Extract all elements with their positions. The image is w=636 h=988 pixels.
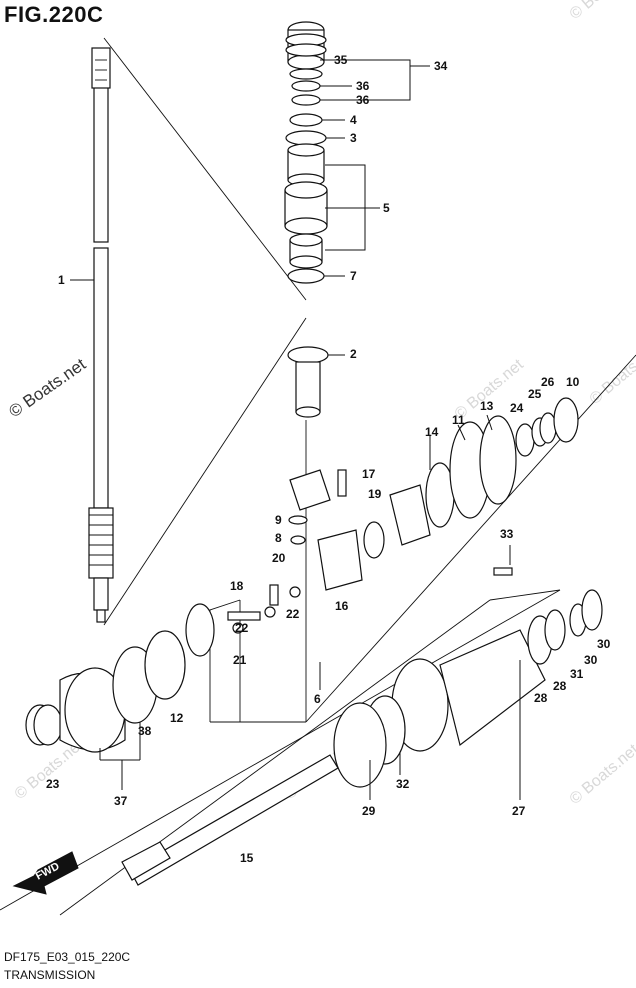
- callout-19: 19: [368, 487, 382, 501]
- callout-27: 27: [512, 804, 526, 818]
- callout-37: 37: [114, 794, 128, 808]
- figure-code: DF175_E03_015_220C: [4, 950, 131, 964]
- callout-24: 24: [510, 401, 524, 415]
- callout-17: 17: [362, 467, 376, 481]
- callout-38: 38: [138, 724, 152, 738]
- callout-16: 16: [335, 599, 349, 613]
- leader-lines: [70, 59, 521, 800]
- callout-29: 29: [362, 804, 376, 818]
- callout-33: 33: [500, 527, 514, 541]
- propeller-shaft-part-15: [121, 754, 339, 886]
- callout-6: 6: [314, 692, 321, 706]
- forward-gear-group: [185, 584, 301, 657]
- callout-15: 15: [240, 851, 254, 865]
- callout-11: 11: [452, 413, 465, 427]
- callout-36b: 36: [356, 93, 370, 107]
- callout-9: 9: [275, 513, 282, 527]
- callout-28a: 28: [534, 691, 548, 705]
- callout-36a: 36: [356, 79, 370, 93]
- callout-7: 7: [350, 269, 357, 283]
- figure-caption: TRANSMISSION: [4, 968, 96, 982]
- callout-23: 23: [46, 777, 60, 791]
- callout-28b: 28: [553, 679, 567, 693]
- callout-5: 5: [383, 201, 390, 215]
- callout-8: 8: [275, 531, 282, 545]
- callout-21: 21: [233, 653, 247, 667]
- callout-25: 25: [528, 387, 542, 401]
- callout-12: 12: [170, 711, 184, 725]
- callout-18: 18: [230, 579, 244, 593]
- callout-14: 14: [425, 425, 439, 439]
- callout-10: 10: [566, 375, 580, 389]
- callout-labels: 1 2 3 4 5 6 7 8 9 10 11 12 13 14 15 16 1…: [46, 53, 611, 865]
- callout-13: 13: [480, 399, 494, 413]
- callout-34: 34: [434, 59, 448, 73]
- callout-32: 32: [396, 777, 410, 791]
- callout-4: 4: [350, 113, 357, 127]
- watermark-main: © Boats.net: [5, 354, 89, 421]
- drive-shaft-part-1: [88, 47, 114, 623]
- callout-30a: 30: [584, 653, 598, 667]
- callout-1: 1: [58, 273, 65, 287]
- callout-26: 26: [541, 375, 555, 389]
- callout-35: 35: [334, 53, 348, 67]
- callout-22a: 22: [235, 621, 249, 635]
- pinion-gear-group: [288, 397, 579, 591]
- callout-30b: 30: [597, 637, 611, 651]
- callout-2: 2: [350, 347, 357, 361]
- watermark-text: © Boats.net: [567, 741, 636, 808]
- forward-direction-indicator: FWD: [12, 851, 79, 895]
- callout-3: 3: [350, 131, 357, 145]
- callout-22b: 22: [286, 607, 300, 621]
- figure-title: FIG.220C: [4, 2, 104, 27]
- watermark-text: © Boats.net: [567, 0, 636, 23]
- lower-left-bearings: [25, 630, 186, 753]
- sleeve-part-2: [287, 346, 329, 418]
- callout-31: 31: [570, 667, 584, 681]
- callout-20: 20: [272, 551, 286, 565]
- propeller-shaft-housing: [333, 567, 603, 788]
- upper-bearing-stack: [284, 21, 328, 284]
- watermark-text: © Boats.net: [587, 341, 636, 408]
